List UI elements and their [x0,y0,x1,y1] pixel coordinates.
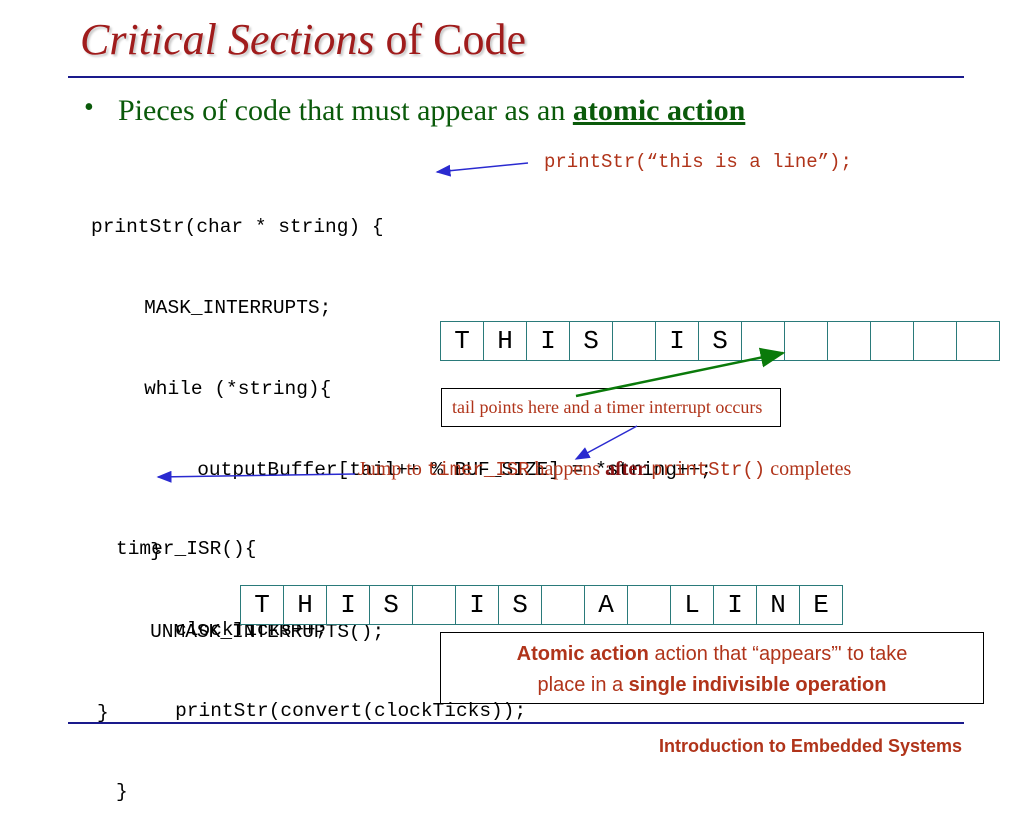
buffer-cell: L [671,586,714,624]
arrow-call-to-printstr [435,162,529,177]
buffer-cell: I [714,586,757,624]
jump-annotation: Jump to timer_ISR happens after printStr… [358,458,851,481]
buffer-cell: I [656,322,699,360]
atomic-definition-box: Atomic action action that “appears”' to … [440,632,984,704]
jump-part4: completes [765,458,852,480]
buffer-cell [542,586,585,624]
buffer-cell [785,322,828,360]
buffer-cell [742,322,785,360]
atomic-bold-2: single indivisible operation [628,674,887,696]
jump-code2: printStr() [651,459,766,481]
bullet-text-bold: atomic action [572,94,746,127]
buffer-cell: N [757,586,800,624]
bullet-text-plain: Pieces of code that must appear as an [118,94,573,127]
bottom-divider [68,722,964,724]
buffer-cell: T [241,586,284,624]
title-rest-part: of Code [374,15,527,64]
footer-title: Introduction to Embedded Systems [658,736,962,756]
code-line: } [115,540,162,562]
buffer-cell: A [585,586,628,624]
code-line: MASK_INTERRUPTS; [109,297,332,319]
buffer-cell: S [499,586,542,624]
bullet-symbol: • [84,92,94,123]
title-italic-part: Critical Sections [80,15,375,64]
code-line: } [97,702,109,724]
slide-title: Critical Sections of Code [80,14,526,65]
code-line: timer_ISR(){ [116,538,257,560]
buffer-cell [871,322,914,360]
buffer-cell: I [456,586,499,624]
buffer-cell: E [813,590,829,620]
code-line: while (*string){ [109,378,332,400]
buffer-cell: S [370,586,413,624]
arrow-jump-to-isr [156,470,356,483]
buffer-cell [914,322,957,360]
buffer-cell [613,322,656,360]
code-line: } [116,781,128,803]
atomic-line-2: place in a single indivisible operation [441,670,983,701]
buffer-cell: H [284,586,327,624]
buffer-cell [828,322,871,360]
buffer-cell [413,586,456,624]
jump-code1: timer_ISR [426,459,530,481]
buffer-cell: H [484,322,527,360]
jump-part2: happens [529,458,606,480]
buffer-cell: T [441,322,484,360]
buffer-cell: I [527,322,570,360]
top-divider [68,76,964,78]
jump-bold: after [605,458,647,480]
atomic-bold-1: Atomic action [516,643,649,665]
buffer-cell: S [570,322,613,360]
buffer-cell: I [327,586,370,624]
arrow-tail-pointer [575,347,786,398]
buffer-cell: S [699,322,742,360]
buffer-cell [628,586,671,624]
arrow-interrupt-to-jump [574,425,638,460]
code-line: UNMASK_INTERRUPTS(); [115,621,385,643]
call-annotation: printStr(“this is a line”); [544,151,852,173]
code-line: printStr(convert(clockTicks)); [140,700,527,722]
atomic-text-2: place in a [537,674,629,696]
arrows-layer [156,162,786,483]
atomic-line-1: Atomic action action that “appears”' to … [441,639,983,670]
code-line: printStr(char * string) { [91,216,384,238]
jump-part1: Jump to [358,458,427,480]
atomic-text-1: action that “appears”' to take [648,643,908,665]
tail-note: tail points here and a timer interrupt o… [441,388,782,427]
bullet-text: Pieces of code that must appear as an at… [118,94,745,128]
